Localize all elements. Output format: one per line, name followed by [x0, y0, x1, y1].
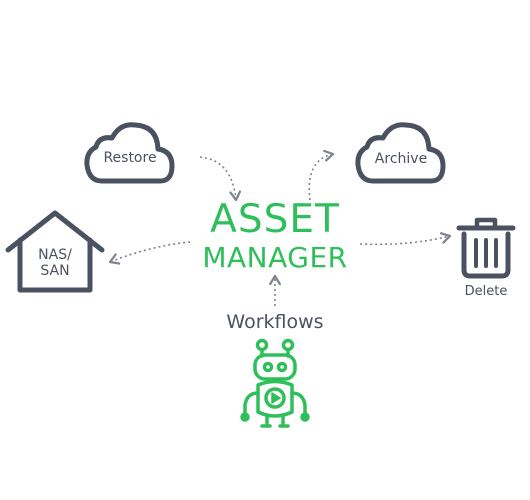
delete-label: Delete — [464, 284, 508, 299]
archive-label: Archive — [374, 151, 428, 167]
workflows-label: Workflows — [226, 311, 324, 333]
nas-san-label-line1: NAS/ — [38, 247, 72, 263]
robot-icon — [240, 338, 310, 428]
house-icon — [5, 210, 105, 293]
nas-san-label-line2: SAN — [40, 263, 70, 280]
manager-title: MANAGER — [202, 241, 348, 274]
arrow-center-to-nas — [108, 241, 191, 265]
cloud-icon — [84, 122, 175, 184]
trash-can-icon — [456, 217, 516, 279]
arrow-restore-to-center — [199, 156, 242, 202]
arrow-center-to-archive — [308, 149, 335, 201]
restore-label: Restore — [103, 150, 157, 166]
asset-title: ASSET — [210, 197, 340, 242]
nas-san-label: NAS/ SAN — [20, 247, 90, 279]
arrow-center-to-delete — [359, 232, 452, 246]
cloud-icon — [355, 122, 446, 184]
